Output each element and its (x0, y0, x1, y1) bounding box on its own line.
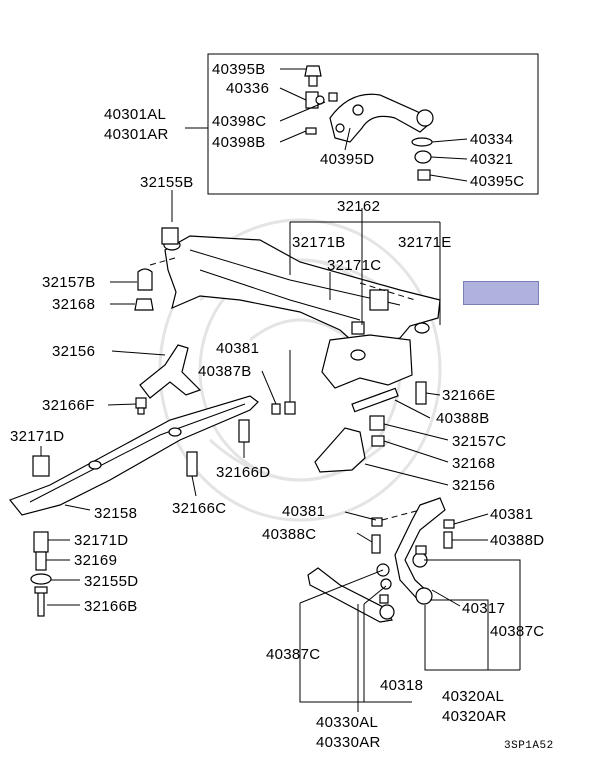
label-32156-left: 32156 (52, 343, 96, 360)
leader-32168-right (383, 440, 449, 463)
label-40388C: 40388C (262, 526, 317, 543)
label-32166E: 32166E (442, 387, 496, 404)
bolt-40388B (351, 387, 399, 413)
left-stack-leaders (46, 539, 80, 606)
label-40301AR: 40301AR (104, 126, 169, 143)
bolt-32166E (415, 381, 427, 405)
label-40318: 40318 (380, 677, 424, 694)
label-32155D: 32155D (84, 573, 139, 590)
label-40330AL: 40330AL (316, 714, 379, 731)
label-32171D-lower: 32171D (74, 532, 129, 549)
label-40317: 40317 (462, 600, 506, 617)
label-40398B: 40398B (212, 134, 266, 151)
label-32166C: 32166C (172, 500, 227, 517)
label-32166F: 32166F (42, 397, 95, 414)
label-32156-right: 32156 (452, 477, 496, 494)
label-32168-left: 32168 (52, 296, 96, 313)
lower-arm-leaders (299, 509, 521, 712)
label-40301AL: 40301AL (104, 106, 167, 123)
stopper-32157C (369, 415, 385, 431)
lower-link-40330 (307, 563, 395, 623)
dashed-link-32157B (149, 257, 176, 266)
leader-32166E (425, 392, 441, 396)
lower-arm-40320 (394, 497, 446, 605)
label-32171D-top: 32171D (10, 428, 65, 445)
bolt-32166F (135, 397, 147, 415)
label-40320AL: 40320AL (442, 688, 505, 705)
bolt-32166D (238, 419, 250, 443)
left-small-leaders (110, 281, 137, 305)
leader-32156-right (364, 463, 449, 486)
label-32171B: 32171B (292, 234, 346, 251)
bushing-stack-left (30, 531, 52, 617)
label-40334: 40334 (470, 131, 514, 148)
leader-40387B (261, 370, 277, 405)
leader-32158 (64, 504, 91, 511)
label-40388D: 40388D (490, 532, 545, 549)
label-32171C: 32171C (327, 257, 382, 274)
leader-32166F (107, 403, 137, 406)
label-32157C: 32157C (452, 433, 507, 450)
stopper-32157B (137, 268, 153, 291)
bracket-32156-right (314, 427, 366, 473)
bracket-32156 (139, 344, 202, 399)
leader-32157C (383, 423, 449, 441)
label-40398C: 40398C (212, 113, 267, 130)
bushing-32155B (161, 227, 179, 245)
label-40387C-left: 40387C (266, 646, 321, 663)
upper-arm-group-box (207, 53, 539, 195)
leader-32156 (111, 350, 166, 356)
label-32162: 32162 (337, 198, 381, 215)
label-32171E: 32171E (398, 234, 452, 251)
label-40395B: 40395B (212, 61, 266, 78)
label-32155B: 32155B (140, 174, 194, 191)
label-40387B: 40387B (198, 363, 252, 380)
label-40381-lower-left: 40381 (282, 503, 326, 520)
label-40381-mid: 40381 (216, 340, 260, 357)
upper-arm-leaders (185, 68, 468, 182)
subframe-32158 (9, 395, 259, 516)
crossmember-32162 (163, 235, 441, 389)
upper-arm-hardware (304, 65, 433, 181)
leader-40388B (394, 399, 431, 419)
label-40381-lower-right: 40381 (490, 506, 534, 523)
label-40330AR: 40330AR (316, 734, 381, 751)
nut-32168-right (371, 435, 385, 447)
leader-32166C (191, 475, 197, 497)
upper-arm (329, 93, 434, 143)
label-40321: 40321 (470, 151, 514, 168)
crossmember-leaders (171, 190, 441, 402)
label-40320AR: 40320AR (442, 708, 507, 725)
label-40395C: 40395C (470, 173, 525, 190)
highlighted-part-placeholder[interactable] (463, 281, 539, 305)
label-32157B: 32157B (42, 274, 96, 291)
label-40388B: 40388B (436, 410, 490, 427)
label-32166B: 32166B (84, 598, 138, 615)
label-32158: 32158 (94, 505, 138, 522)
bolt-32166C (186, 451, 198, 477)
bushing-32171D-upper (32, 455, 50, 477)
label-40395D: 40395D (320, 151, 375, 168)
label-40336: 40336 (226, 80, 270, 97)
label-40387C-right: 40387C (490, 623, 545, 640)
diagram-code: 3SP1A52 (504, 740, 554, 752)
label-32168-right: 32168 (452, 455, 496, 472)
label-32169: 32169 (74, 552, 118, 569)
label-32166D: 32166D (216, 464, 271, 481)
nut-32168 (134, 298, 154, 311)
